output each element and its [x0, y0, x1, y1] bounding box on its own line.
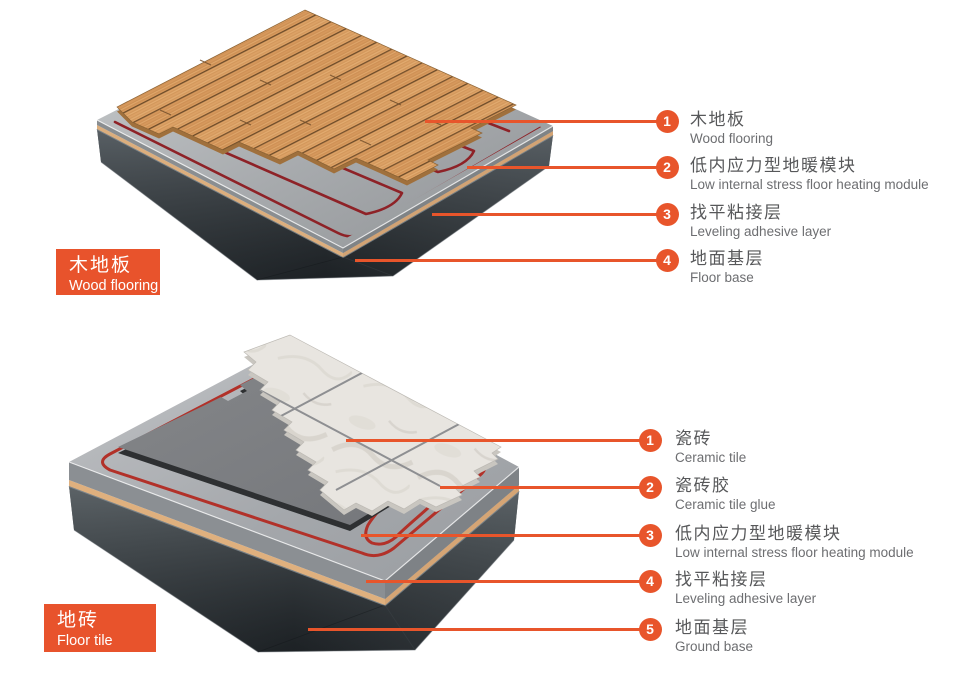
- callout-number-badge: 3: [638, 523, 662, 547]
- callout-number-badge: 2: [638, 475, 662, 499]
- callout-subtitle-en: Ceramic tile glue: [675, 497, 776, 512]
- floor-tile-diagram: [68, 334, 520, 653]
- callout-subtitle-en: Leveling adhesive layer: [675, 591, 817, 606]
- callout-subtitle-en: Wood flooring: [690, 131, 774, 146]
- callout-number-badge: 2: [655, 155, 679, 179]
- callout-leader-line: [467, 166, 657, 169]
- wood-flooring-layer: [116, 9, 517, 186]
- callout-title-zh: 木地板: [690, 110, 746, 129]
- section-label-en: Floor tile: [57, 633, 113, 649]
- callout-number-badge: 1: [638, 428, 662, 452]
- wood-flooring-diagram: [96, 9, 554, 281]
- callout-title-zh: 地面基层: [690, 249, 764, 268]
- section-label-zh: 木地板: [69, 255, 133, 276]
- callout-text: 找平粘接层 Leveling adhesive layer: [690, 203, 831, 241]
- callout-number-badge: 5: [638, 617, 662, 641]
- callout-title-zh: 瓷砖: [675, 429, 712, 448]
- callout-text: 木地板 Wood flooring: [690, 110, 773, 148]
- callout-leader-line: [425, 120, 657, 123]
- section-label-en: Wood flooring: [69, 278, 159, 294]
- callout-text: 瓷砖 Ceramic tile: [675, 429, 746, 467]
- callout-title-zh: 找平粘接层: [690, 203, 783, 222]
- callout-subtitle-en: Low internal stress floor heating module: [675, 545, 914, 560]
- callout-leader-line: [355, 259, 657, 262]
- callout-subtitle-en: Leveling adhesive layer: [690, 224, 832, 239]
- section-label-floor-tile: 地砖 Floor tile: [44, 604, 156, 652]
- callout-title-zh: 地面基层: [675, 618, 749, 637]
- callout-subtitle-en: Ceramic tile: [675, 450, 747, 465]
- callout-text: 低内应力型地暖模块 Low internal stress floor heati…: [675, 524, 914, 562]
- callout-number-badge: 4: [638, 569, 662, 593]
- callout-title-zh: 低内应力型地暖模块: [675, 524, 842, 543]
- callout-leader-line: [346, 439, 640, 442]
- callout-text: 瓷砖胶 Ceramic tile glue: [675, 476, 776, 514]
- callout-leader-line: [366, 580, 640, 583]
- callout-text: 找平粘接层 Leveling adhesive layer: [675, 570, 816, 608]
- callout-text: 低内应力型地暖模块 Low internal stress floor heati…: [690, 156, 929, 194]
- callout-text: 地面基层 Floor base: [690, 249, 764, 287]
- callout-leader-line: [440, 486, 640, 489]
- callout-subtitle-en: Low internal stress floor heating module: [690, 177, 929, 192]
- section-label-zh: 地砖: [57, 610, 100, 631]
- callout-leader-line: [432, 213, 657, 216]
- callout-leader-line: [361, 534, 640, 537]
- callout-leader-line: [308, 628, 640, 631]
- callout-number-badge: 3: [655, 202, 679, 226]
- callout-text: 地面基层 Ground base: [675, 618, 753, 656]
- callout-number-badge: 1: [655, 109, 679, 133]
- callout-title-zh: 找平粘接层: [675, 570, 768, 589]
- callout-number-badge: 4: [655, 248, 679, 272]
- callout-subtitle-en: Floor base: [690, 270, 754, 285]
- callout-title-zh: 瓷砖胶: [675, 476, 731, 495]
- callout-subtitle-en: Ground base: [675, 639, 754, 654]
- section-label-wood-flooring: 木地板 Wood flooring: [56, 249, 160, 295]
- callout-title-zh: 低内应力型地暖模块: [690, 156, 857, 175]
